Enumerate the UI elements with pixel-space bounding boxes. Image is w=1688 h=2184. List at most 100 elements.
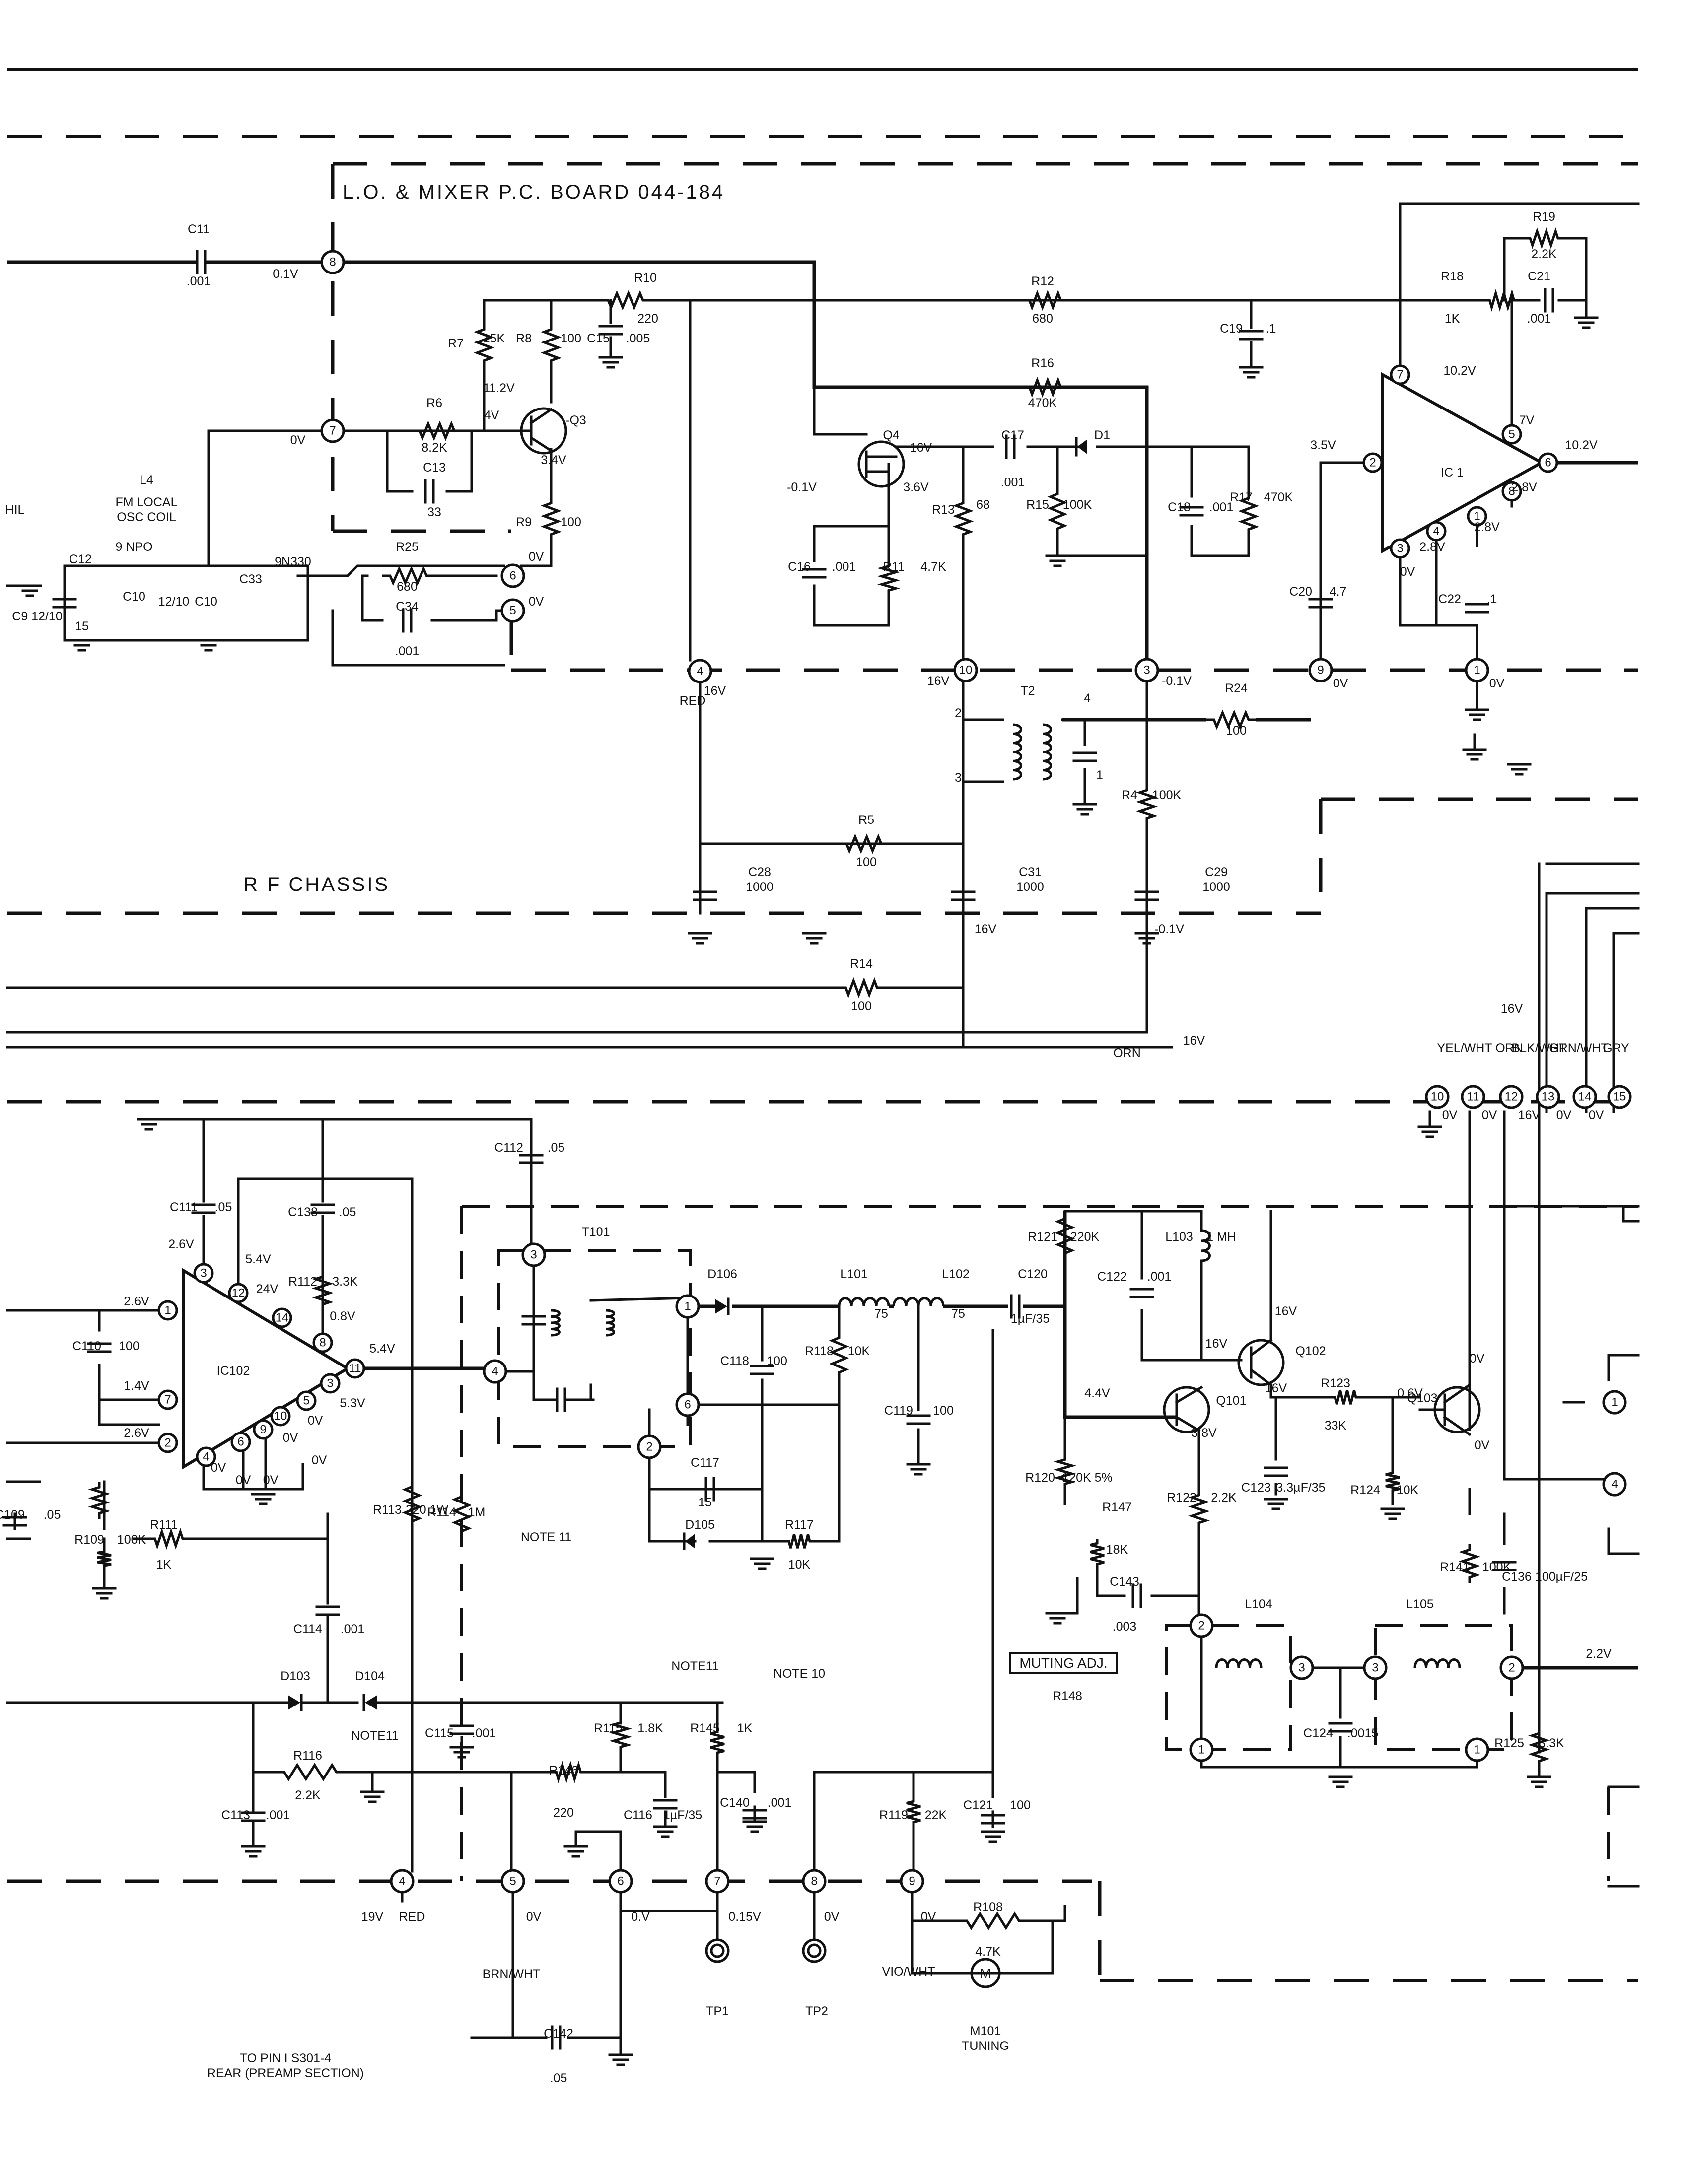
label-v54a: 5.4V	[245, 1252, 271, 1266]
capacitor-icon	[693, 890, 717, 901]
ground-icon	[1465, 708, 1489, 721]
ic-pin-jp1: 1	[157, 1300, 178, 1321]
ic-pin-ip7: 7	[1390, 364, 1410, 385]
label-c124v: .0015	[1347, 1726, 1379, 1740]
ground-icon	[241, 1845, 266, 1858]
label-v0r: 0V	[921, 1910, 936, 1924]
capacitor-icon	[2, 1516, 27, 1527]
label-cd: C10	[195, 595, 217, 609]
resistor-zigzag	[451, 1489, 472, 1539]
label-v0q: 0V	[824, 1910, 840, 1924]
label-v4: 4V	[484, 409, 499, 422]
label-v0i: 0V	[211, 1461, 226, 1475]
label-v16e: 16V	[1183, 1034, 1205, 1048]
test-points	[705, 1938, 827, 1963]
label-q3: -Q3	[565, 413, 586, 427]
label-r122v: 2.2K	[1211, 1491, 1237, 1504]
board-title: L.O. & MIXER P.C. BOARD 044-184	[343, 181, 725, 203]
ic102-amplifier	[182, 1268, 351, 1470]
label-r124v: 10K	[1397, 1483, 1419, 1497]
ground-icon	[750, 1557, 774, 1570]
label-v28a: 2.8V	[1511, 480, 1537, 494]
resistor-zigzag	[1206, 709, 1256, 730]
label-v28c: 2.8V	[1419, 540, 1445, 554]
pin-number: 3	[1143, 664, 1150, 677]
label-m101: M101	[970, 2024, 1001, 2038]
resistor-zigzag	[402, 1479, 422, 1529]
label-r147: R147	[1102, 1501, 1132, 1514]
ic-pin-number: 11	[349, 1362, 361, 1375]
ic-pin-ip6: 6	[1538, 452, 1558, 473]
ground-icon	[1328, 1775, 1353, 1788]
label-c13: C13	[423, 461, 446, 475]
resistor-zigzag	[88, 1482, 111, 1519]
label-blkw: BLK/WHT	[1511, 1041, 1566, 1055]
ic-pin-number: 7	[164, 1393, 171, 1407]
label-c121v: 100	[1010, 1798, 1031, 1812]
pin-number: 14	[1578, 1091, 1592, 1104]
label-r146v: 220	[553, 1806, 574, 1820]
ground-icon	[1239, 366, 1264, 379]
label-hil: HIL	[5, 503, 25, 517]
muting-adj-box: MUTING ADJ.	[1009, 1652, 1118, 1674]
label-r5: R5	[858, 813, 874, 827]
label-r16v: 470K	[1028, 396, 1057, 410]
pin-number: 1	[1474, 1743, 1480, 1757]
capacitor-icon	[402, 608, 413, 633]
ic-pin-ip8: 8	[1501, 481, 1522, 502]
capacitor-icon	[191, 1203, 216, 1214]
label-c17v: .001	[1001, 476, 1025, 489]
label-v19: 19V	[361, 1910, 384, 1924]
capacitor-icon	[521, 1315, 546, 1326]
label-c33: C33	[239, 572, 262, 586]
label-l103: L103	[1165, 1230, 1193, 1244]
label-v01: 0.1V	[273, 267, 298, 281]
capacitor-icon	[1492, 1561, 1517, 1571]
capacitor-icon	[52, 598, 77, 609]
resistor-zigzag	[412, 420, 462, 441]
label-r121: R121	[1028, 1230, 1057, 1244]
label-c119: C119	[884, 1404, 913, 1418]
label-r120v: 120K 5%	[1062, 1471, 1112, 1485]
label-v28b: 2.8V	[1474, 520, 1500, 534]
label-l105: L105	[1406, 1597, 1434, 1611]
label-v53: 5.3V	[340, 1396, 365, 1410]
ic-pin-ip2: 2	[1362, 452, 1383, 473]
pin-l105a: 3	[1363, 1655, 1388, 1680]
label-v08: 0.8V	[330, 1309, 355, 1323]
pin-t4: 4	[483, 1359, 507, 1384]
label-r7v: 15K	[483, 332, 505, 345]
capacitor-icon	[802, 568, 827, 579]
resistor-zigzag	[1385, 1469, 1400, 1494]
resistor-zigzag	[551, 1761, 586, 1783]
ground-icon	[1417, 1125, 1442, 1138]
resistor-zigzag	[1331, 1390, 1360, 1405]
label-v0f: 0V	[529, 595, 544, 609]
label-l104: L104	[1245, 1597, 1272, 1611]
capacitor-icon	[519, 1154, 544, 1164]
label-topinb: REAR (PREAMP SECTION)	[207, 2066, 364, 2080]
resistor-zigzag	[1023, 376, 1067, 398]
pin-number: 6	[509, 569, 516, 583]
ground-icon	[70, 639, 94, 652]
label-v0l: 0V	[283, 1431, 298, 1445]
lower-wiring	[6, 862, 1640, 2056]
pin-c14: 14	[1572, 1085, 1597, 1109]
resistor-zigzag	[906, 1797, 921, 1827]
label-v44: 4.4V	[1084, 1386, 1110, 1400]
label-note11b: NOTE11	[671, 1659, 718, 1673]
pin-number: 4	[492, 1365, 498, 1378]
pin-number: 11	[1467, 1091, 1479, 1104]
inductor-coil	[1215, 1658, 1263, 1668]
capacitor-icon	[906, 1414, 931, 1425]
label-c22v: .1	[1487, 592, 1497, 606]
pin-b8: 8	[802, 1869, 827, 1894]
label-c140: C140	[720, 1796, 750, 1810]
label-vm01c: -0.1V	[1154, 922, 1184, 936]
label-r115: R115	[594, 1721, 623, 1735]
label-v06: 0.6V	[1397, 1386, 1423, 1400]
pin-number: 4	[1611, 1478, 1618, 1491]
pin-number: 4	[697, 665, 703, 678]
